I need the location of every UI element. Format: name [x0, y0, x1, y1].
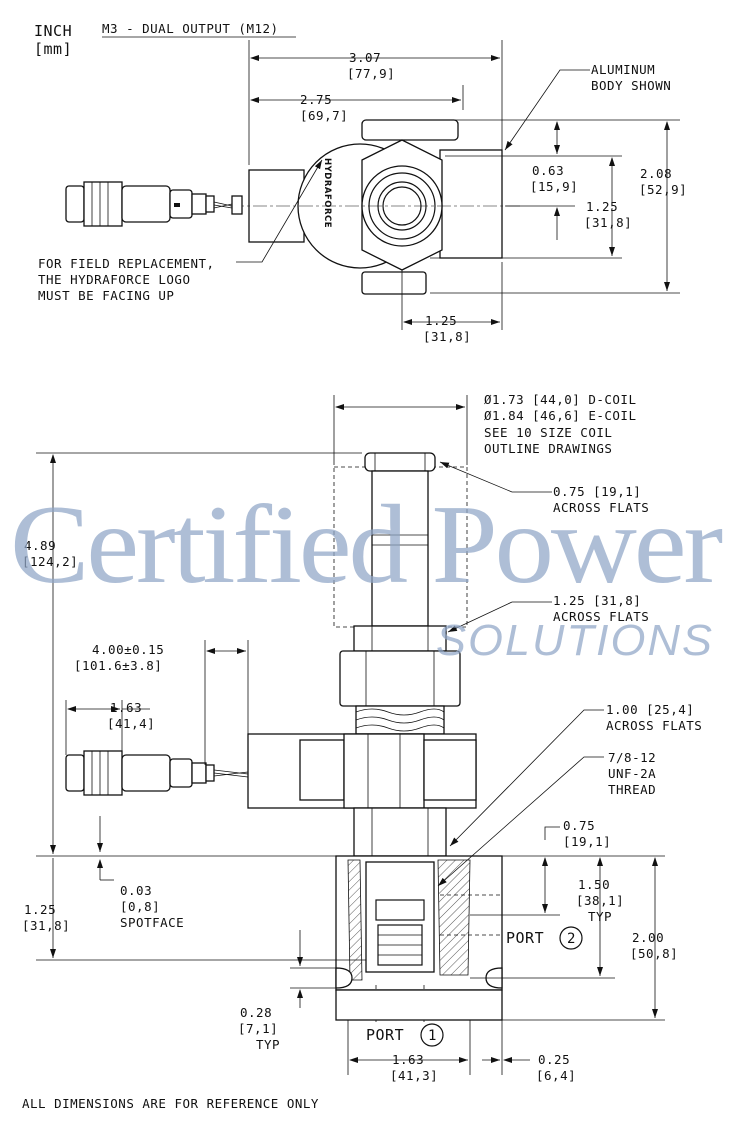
connector-reach-mm: [101.6±3.8] — [74, 658, 162, 673]
port2-depth-mm: [19,1] — [563, 834, 611, 849]
connector-len-mm: [41,4] — [107, 716, 155, 731]
body-width-mm: [41,3] — [390, 1068, 438, 1083]
valve-body-block — [439, 149, 503, 259]
coil-note-4: OUTLINE DRAWINGS — [484, 441, 612, 456]
logo-note-3: MUST BE FACING UP — [38, 288, 174, 303]
watermark-line1: Certified Power — [10, 483, 723, 607]
dim-overall-mm: [77,9] — [347, 66, 395, 81]
edge-offset-mm: [6,4] — [536, 1068, 576, 1083]
logo-note-1: FOR FIELD REPLACEMENT, — [38, 256, 215, 271]
logo-note-2: THE HYDRAFORCE LOGO — [38, 272, 191, 287]
nut-flats-2: ACROSS FLATS — [553, 500, 649, 515]
hydraforce-logo: HYDRAFORCE — [322, 158, 332, 228]
hex-flats-1: 1.25 [31,8] — [553, 593, 641, 608]
dim-height-inch: 2.08 — [640, 166, 672, 181]
hex-125 — [353, 625, 447, 652]
coil-note-1: Ø1.73 [44,0] D-COIL — [484, 392, 637, 407]
cavity-depth-mm: [31,8] — [22, 918, 70, 933]
dim-center-mm: [69,7] — [300, 108, 348, 123]
port-spacing-typ: TYP — [588, 909, 612, 924]
coil-note-2: Ø1.84 [46,6] E-COIL — [484, 408, 637, 423]
dim-offset-inch: 0.63 — [532, 163, 564, 178]
port2-circle — [559, 926, 583, 950]
body-hex-100 — [353, 807, 447, 857]
material-note-2: BODY SHOWN — [591, 78, 671, 93]
dim-overall-inch: 3.07 — [349, 50, 381, 65]
dim-center-v-mm: [31,8] — [584, 215, 632, 230]
dim-bottom-mm: [31,8] — [423, 329, 471, 344]
top-nut — [364, 452, 436, 472]
thread-1: 7/8-12 — [608, 750, 656, 765]
body-height-inch: 2.00 — [632, 930, 664, 945]
m12-connector-top — [65, 181, 243, 227]
cartridge-in-cavity — [365, 861, 435, 973]
overall-height-mm: [124,2] — [22, 554, 78, 569]
body-height-mm: [50,8] — [630, 946, 678, 961]
port2-label: PORT — [506, 929, 544, 947]
connector-reach-inch: 4.00±0.15 — [92, 642, 164, 657]
port1-number: 1 — [428, 1028, 437, 1044]
nut-flats-1: 0.75 [19,1] — [553, 484, 641, 499]
overall-height-inch: 4.89 — [24, 538, 56, 553]
body-flats-2: ACROSS FLATS — [606, 718, 702, 733]
side-view — [36, 395, 665, 1075]
port1-circle — [420, 1023, 444, 1047]
port2-number: 2 — [567, 931, 576, 947]
dim-center-v-inch: 1.25 — [586, 199, 618, 214]
mounting-foot — [335, 989, 503, 1021]
spotface-label: SPOTFACE — [120, 915, 184, 930]
thread-section — [355, 705, 445, 735]
units-inch: INCH — [34, 22, 72, 40]
watermark-line2: SOLUTIONS — [436, 616, 714, 665]
spotface-mm: [0,8] — [120, 899, 160, 914]
dim-center-inch: 2.75 — [300, 92, 332, 107]
valve-stem — [371, 470, 429, 627]
slot-width-typ: TYP — [256, 1037, 280, 1052]
slot-width-inch: 0.28 — [240, 1005, 272, 1020]
thread-3: THREAD — [608, 782, 656, 797]
model-title: M3 - DUAL OUTPUT (M12) — [102, 21, 279, 36]
slot-width-mm: [7,1] — [238, 1021, 278, 1036]
svg-text:HYDRAFORCE: HYDRAFORCE — [322, 158, 332, 228]
edge-offset-inch: 0.25 — [538, 1052, 570, 1067]
body-width-inch: 1.63 — [392, 1052, 424, 1067]
port-spacing-inch: 1.50 — [578, 877, 610, 892]
port-spacing-mm: [38,1] — [576, 893, 624, 908]
body-flats-1: 1.00 [25,4] — [606, 702, 694, 717]
material-note-1: ALUMINUM — [591, 62, 655, 77]
dim-offset-mm: [15,9] — [530, 179, 578, 194]
dim-height-mm: [52,9] — [639, 182, 687, 197]
top-view: HYDRAFORCE — [65, 40, 680, 330]
port2-depth-inch: 0.75 — [563, 818, 595, 833]
dim-bottom-inch: 1.25 — [425, 313, 457, 328]
hex-flats-2: ACROSS FLATS — [553, 609, 649, 624]
m12-connector-side — [65, 750, 249, 796]
coil-note-3: SEE 10 SIZE COIL — [484, 425, 612, 440]
spotface-inch: 0.03 — [120, 883, 152, 898]
units-mm: [mm] — [34, 40, 72, 58]
thread-2: UNF-2A — [608, 766, 656, 781]
footer-note: ALL DIMENSIONS ARE FOR REFERENCE ONLY — [22, 1096, 319, 1111]
cavity-depth-inch: 1.25 — [24, 902, 56, 917]
connector-len-inch: 1.63 — [110, 700, 142, 715]
port1-label: PORT — [366, 1026, 404, 1044]
